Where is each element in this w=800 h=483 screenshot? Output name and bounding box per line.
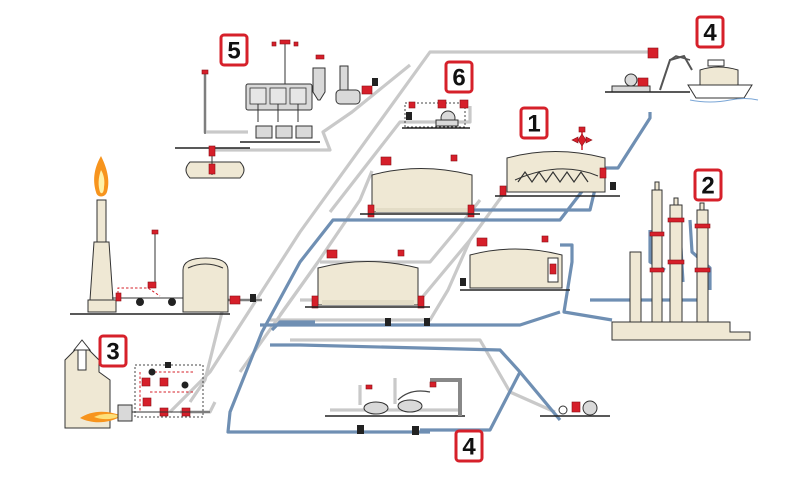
flare-stack — [70, 156, 117, 315]
svg-text:5: 5 — [227, 38, 240, 65]
control-valve-icon — [208, 163, 216, 175]
control-valve-icon — [229, 295, 241, 305]
control-valve-icon — [647, 47, 659, 59]
storage-tank-lower — [305, 249, 430, 309]
storage-tank-icon — [371, 168, 473, 213]
control-valve-icon — [147, 281, 157, 289]
railcar-icon — [363, 401, 389, 415]
svg-text:1: 1 — [527, 111, 540, 138]
gate-valve-icon — [424, 318, 430, 326]
distillation-unit — [611, 181, 751, 341]
svg-text:6: 6 — [452, 65, 465, 92]
burner-box — [117, 404, 133, 422]
control-valve-icon — [417, 295, 425, 309]
svg-text:2: 2 — [701, 173, 714, 200]
tanker-dock — [605, 47, 759, 103]
badge-5: 5 — [219, 33, 249, 67]
agitator-icon — [571, 126, 593, 150]
water-line — [689, 98, 759, 103]
flare-stack-foot — [87, 299, 117, 313]
badge-4-dock: 4 — [695, 15, 725, 49]
control-valve-icon — [141, 377, 151, 387]
svg-text:4: 4 — [703, 20, 717, 47]
transmitter-icon — [151, 229, 159, 235]
gate-valve-icon — [165, 362, 171, 368]
badge-1: 1 — [519, 106, 549, 140]
gate-valve-icon — [250, 294, 256, 302]
drum-arc — [187, 263, 224, 269]
grey-pipe-network — [168, 50, 648, 414]
gate-valve-icon — [168, 298, 176, 306]
gate-valve-icon — [385, 318, 391, 326]
dock-platform — [611, 85, 651, 93]
control-valve-icon — [361, 85, 373, 95]
knockout-drum — [182, 257, 229, 313]
ship-tank — [699, 66, 739, 86]
coil-icon — [517, 170, 589, 184]
distillation-column-icon — [629, 251, 642, 323]
control-valve-icon — [159, 377, 169, 387]
gate-valve-icon — [412, 426, 419, 435]
badge-6: 6 — [444, 60, 474, 94]
distillation-column-icon — [651, 189, 663, 323]
flame-core — [98, 170, 105, 194]
pump-icon — [582, 400, 598, 416]
svg-text:4: 4 — [462, 434, 476, 461]
transmitter-icon — [279, 39, 291, 45]
control-valve-icon — [499, 185, 507, 197]
knockout-drum-area — [112, 229, 262, 315]
gate-valve-icon — [136, 298, 144, 306]
storage-tank-mid — [460, 235, 570, 291]
pump-base — [435, 119, 459, 127]
railcar-icon — [397, 399, 423, 413]
gate-valve-icon — [357, 425, 364, 434]
process-skid-5 — [175, 39, 378, 179]
gate-valve-icon — [181, 381, 189, 389]
control-valve-icon — [115, 292, 122, 302]
badge-3: 3 — [98, 334, 128, 368]
control-valve-icon — [208, 145, 216, 157]
badge-2: 2 — [693, 168, 723, 202]
control-valve-icon — [467, 204, 475, 218]
control-valve-icon — [599, 167, 607, 179]
control-valve-icon — [459, 99, 469, 109]
gate-valve-icon — [148, 368, 156, 376]
mixer-tank-1 — [495, 126, 620, 197]
control-valve-icon — [142, 397, 152, 407]
furnace — [64, 339, 210, 429]
equipment-box — [255, 125, 273, 139]
badge-4-loading: 4 — [454, 429, 484, 463]
storage-tank-icon — [317, 261, 419, 306]
loading-arm-icon — [397, 390, 431, 401]
storage-tank-icon — [506, 151, 606, 193]
blower-icon — [335, 89, 361, 105]
control-valve-icon — [571, 401, 581, 413]
svg-text:3: 3 — [106, 339, 119, 366]
control-valve-icon — [367, 204, 375, 218]
pump-skid-6 — [402, 99, 470, 129]
flare-stack-base — [89, 241, 114, 301]
pump-icon — [624, 73, 638, 87]
cyclone-separator-icon — [312, 67, 326, 101]
control-valve-icon — [437, 99, 447, 109]
transfer-pump — [540, 400, 610, 417]
loading-station — [325, 318, 465, 435]
stack-icon — [339, 65, 349, 91]
arrow-up-icon — [72, 339, 92, 351]
storage-tank-icon — [469, 248, 563, 289]
storage-tank-upper — [360, 154, 480, 218]
flare-stack-pipe — [96, 199, 107, 243]
loading-arm-icon — [659, 54, 693, 91]
column-foundation — [611, 321, 751, 341]
transmitter-icon — [201, 69, 209, 75]
control-valve-icon — [311, 295, 319, 309]
tanker-ship-icon — [687, 84, 753, 99]
